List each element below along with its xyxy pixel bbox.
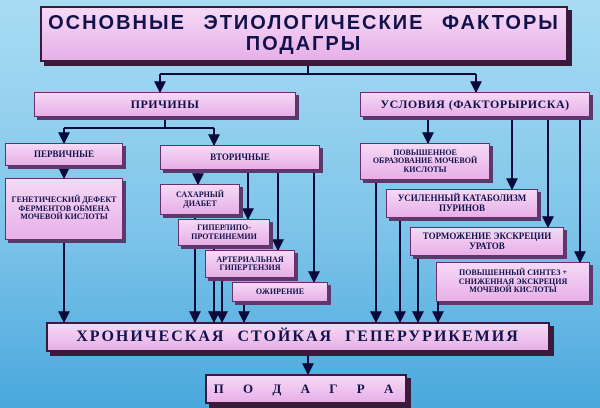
title-line-1: ОСНОВНЫЕ ЭТИОЛОГИЧЕСКИЕ ФАКТОРЫ: [48, 12, 560, 34]
excretion-inhibition-box: ТОРМОЖЕНИЕ ЭКСКРЕЦИИ УРАТОВ: [410, 227, 564, 256]
increased-formation-label: ПОВЫШЕННОЕ ОБРАЗОВАНИЕ МОЧЕВОЙ КИСЛОТЫ: [372, 147, 478, 174]
hypertension-label: АРТЕРИАЛЬНАЯ ГИПЕРТЕНЗИЯ: [216, 254, 284, 272]
hyperlipoproteinemia-box: ГИПЕРЛИПО-ПРОТЕИНЕМИИ: [178, 219, 270, 246]
hypertension-box: АРТЕРИАЛЬНАЯ ГИПЕРТЕНЗИЯ: [205, 250, 295, 278]
primary-label: ПЕРВИЧНЫЕ: [34, 148, 94, 159]
excretion-inhibition-label: ТОРМОЖЕНИЕ ЭКСКРЕЦИИ УРАТОВ: [422, 231, 552, 251]
obesity-box: ОЖИРЕНИЕ: [232, 282, 328, 302]
title-box: ОСНОВНЫЕ ЭТИОЛОГИЧЕСКИЕ ФАКТОРЫ ПОДАГРЫ: [40, 6, 568, 62]
primary-box: ПЕРВИЧНЫЕ: [5, 143, 123, 166]
diabetes-box: САХАРНЫЙ ДИАБЕТ: [160, 184, 240, 215]
increased-formation-box: ПОВЫШЕННОЕ ОБРАЗОВАНИЕ МОЧЕВОЙ КИСЛОТЫ: [360, 143, 490, 180]
diabetes-label: САХАРНЫЙ ДИАБЕТ: [176, 190, 224, 208]
obesity-label: ОЖИРЕНИЕ: [255, 286, 305, 296]
synthesis-excretion-box: ПОВЫШЕННЫЙ СИНТЕЗ + СНИЖЕННАЯ ЭКСКРЕЦИЯ …: [436, 262, 590, 302]
purine-catabolism-box: УСИЛЕННЫЙ КАТАБОЛИЗМ ПУРИНОВ: [386, 189, 538, 218]
secondary-label: ВТОРИЧНЫЕ: [210, 151, 270, 162]
genetic-defect-label: ГЕНЕТИЧЕСКИЙ ДЕФЕКТ ФЕРМЕНТОВ ОБМЕНА МОЧ…: [11, 195, 117, 222]
genetic-defect-box: ГЕНЕТИЧЕСКИЙ ДЕФЕКТ ФЕРМЕНТОВ ОБМЕНА МОЧ…: [5, 178, 123, 240]
causes-label: ПРИЧИНЫ: [130, 97, 200, 112]
conditions-box: УСЛОВИЯ (ФАКТОРЫРИСКА): [360, 92, 590, 117]
gout-label: П О Д А Г Р А: [213, 381, 399, 397]
hyperuricemia-box: ХРОНИЧЕСКАЯ СТОЙКАЯ ГЕПЕРУРИКЕМИЯ: [46, 322, 550, 352]
secondary-box: ВТОРИЧНЫЕ: [160, 145, 320, 170]
synthesis-excretion-label: ПОВЫШЕННЫЙ СИНТЕЗ + СНИЖЕННАЯ ЭКСКРЕЦИЯ …: [458, 268, 568, 295]
hyperlipoproteinemia-label: ГИПЕРЛИПО-ПРОТЕИНЕМИИ: [191, 223, 257, 241]
title-line-2: ПОДАГРЫ: [245, 33, 363, 55]
causes-box: ПРИЧИНЫ: [34, 92, 296, 117]
purine-catabolism-label: УСИЛЕННЫЙ КАТАБОЛИЗМ ПУРИНОВ: [397, 193, 527, 213]
conditions-label: УСЛОВИЯ (ФАКТОРЫРИСКА): [380, 97, 570, 112]
gout-box: П О Д А Г Р А: [205, 374, 407, 404]
hyperuricemia-label: ХРОНИЧЕСКАЯ СТОЙКАЯ ГЕПЕРУРИКЕМИЯ: [76, 327, 520, 345]
